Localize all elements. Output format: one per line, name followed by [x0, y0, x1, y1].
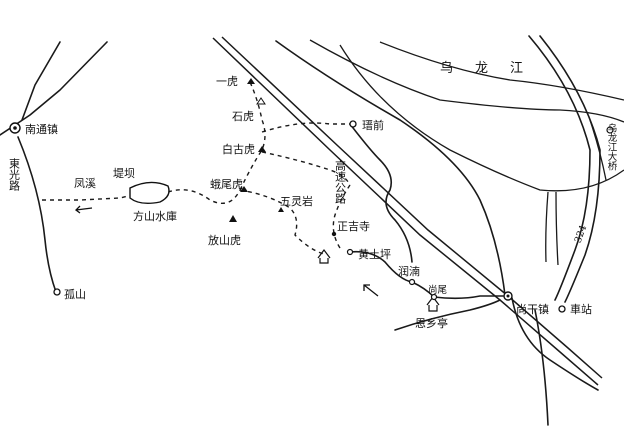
nantong-town-dot — [13, 126, 17, 130]
label-runan: 润湳 — [398, 264, 420, 278]
label-nantong: 南通镇 — [25, 122, 58, 136]
runan-icon — [408, 278, 416, 286]
trail-ridge — [239, 81, 266, 191]
label-fangshanhu: 放山虎 — [208, 233, 241, 247]
peak-wulingyan-icon — [278, 207, 284, 212]
dongguang-road-line — [17, 136, 57, 293]
path-runan-shanggan — [433, 295, 504, 300]
peak-baiguhu-icon — [258, 146, 266, 152]
label-shanggan: 尚干镇 — [516, 302, 549, 316]
trail-wulingyan — [239, 189, 325, 255]
arrow-west-icon — [75, 205, 93, 214]
label-enxiang: 恩乡亭 — [415, 316, 448, 330]
label-fengxi: 凤溪 — [74, 177, 96, 190]
label-jinqian: 瑨前 — [362, 118, 384, 132]
reservoir-icon — [129, 181, 170, 205]
label-dongguang-road: 東光路 — [8, 158, 21, 192]
river-tributary-b — [555, 191, 559, 266]
station-icon — [558, 305, 566, 313]
zhengjisi-icon — [331, 231, 337, 237]
road-south-east — [511, 297, 599, 391]
river-tributary-a — [545, 191, 549, 263]
label-baiguhu: 白古虎 — [222, 142, 255, 156]
road-324-line — [528, 35, 591, 301]
road-to-shanggan — [275, 40, 506, 296]
label-gaosu: 高速公路 — [334, 159, 347, 205]
label-huangtuping: 黄土坪 — [358, 247, 391, 261]
road-324-line-b — [539, 35, 601, 303]
label-station: 車站 — [570, 302, 592, 316]
label-wulingyan: 五灵岩 — [280, 194, 313, 208]
river-bank-north — [309, 39, 624, 123]
label-gushan: 孤山 — [64, 288, 86, 301]
label-bridge: 乌龙江大桥 — [606, 122, 618, 171]
label-shangwei: 尚尾 — [428, 284, 447, 296]
peak-etouhu-icon — [240, 186, 248, 192]
peak-fangshanhu-icon — [229, 215, 237, 222]
label-wulongjiang: 乌龙江 — [440, 60, 545, 76]
river-upper — [379, 41, 624, 101]
peak-shihu-icon — [256, 97, 266, 105]
trail-reservoir-east — [167, 189, 241, 204]
path-curvy — [349, 123, 413, 263]
river-right-a — [589, 119, 607, 181]
gushan-icon — [53, 288, 61, 296]
road-north-branch — [21, 41, 61, 121]
label-shihu: 石虎 — [232, 110, 254, 123]
expressway-line-a — [212, 37, 599, 386]
label-etouhu: 蛾尾虎 — [210, 178, 243, 191]
expressway-line-b — [221, 36, 603, 379]
label-zhengjisi: 正吉寺 — [337, 220, 370, 233]
label-reservoir: 方山水庫 — [133, 209, 177, 223]
label-dike: 堤坝 — [113, 166, 135, 180]
road-northwest — [0, 41, 108, 136]
jinqian-icon — [349, 120, 357, 128]
huangtuping-icon — [346, 248, 354, 256]
trail-zhengjisi — [332, 184, 351, 249]
label-road-324: 324 — [573, 224, 590, 245]
trail-middle — [261, 151, 351, 186]
river-bank-south — [339, 44, 624, 192]
path-huangtuping — [349, 250, 435, 298]
peak-yihu-icon — [247, 78, 255, 84]
temple-icon — [317, 249, 331, 264]
trail-west — [42, 192, 141, 201]
trail-to-jinqian — [261, 122, 352, 133]
bridge-icon — [606, 126, 614, 134]
shangwei-icon — [430, 293, 438, 301]
road-south — [534, 309, 549, 426]
label-yihu: 一虎 — [216, 75, 238, 88]
arrow-northwest-icon — [363, 284, 379, 297]
shanggan-town-dot — [506, 294, 510, 298]
path-enxiang — [394, 299, 501, 331]
